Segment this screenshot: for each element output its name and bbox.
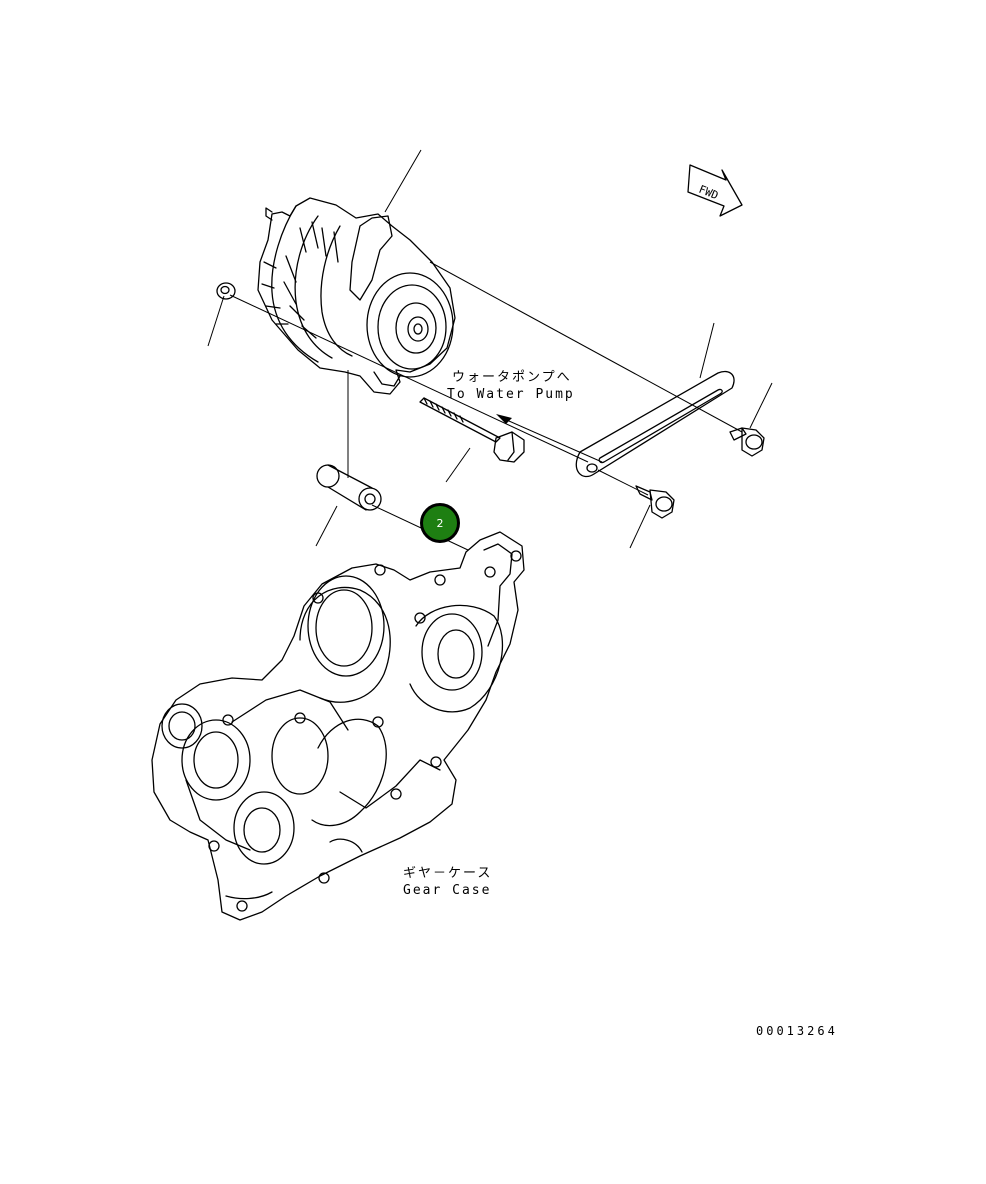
alternator [257,197,456,395]
spacer [316,464,382,511]
callout-number: 2 [436,516,444,530]
gear-case-label: Gear Case [403,883,492,898]
fwd-arrow-icon: FWD [687,164,743,217]
water-pump-label: To Water Pump [447,387,575,402]
gear-case-label-jp: ギヤ－ケース [403,866,493,881]
document-id: 00013264 [756,1024,838,1038]
leader-lines [207,149,773,549]
gear-case [151,531,525,921]
callout-badge-2[interactable]: 2 [420,503,460,543]
water-pump-label-jp: ウォータポンプへ [452,370,572,385]
arrow-head-icon [496,414,512,424]
long-bolt [419,397,525,463]
assembly-lines [229,261,743,551]
adjusting-link [575,370,735,478]
washer [216,282,236,300]
flange-bolt-upper [729,427,765,457]
flange-bolt-lower [635,485,675,519]
